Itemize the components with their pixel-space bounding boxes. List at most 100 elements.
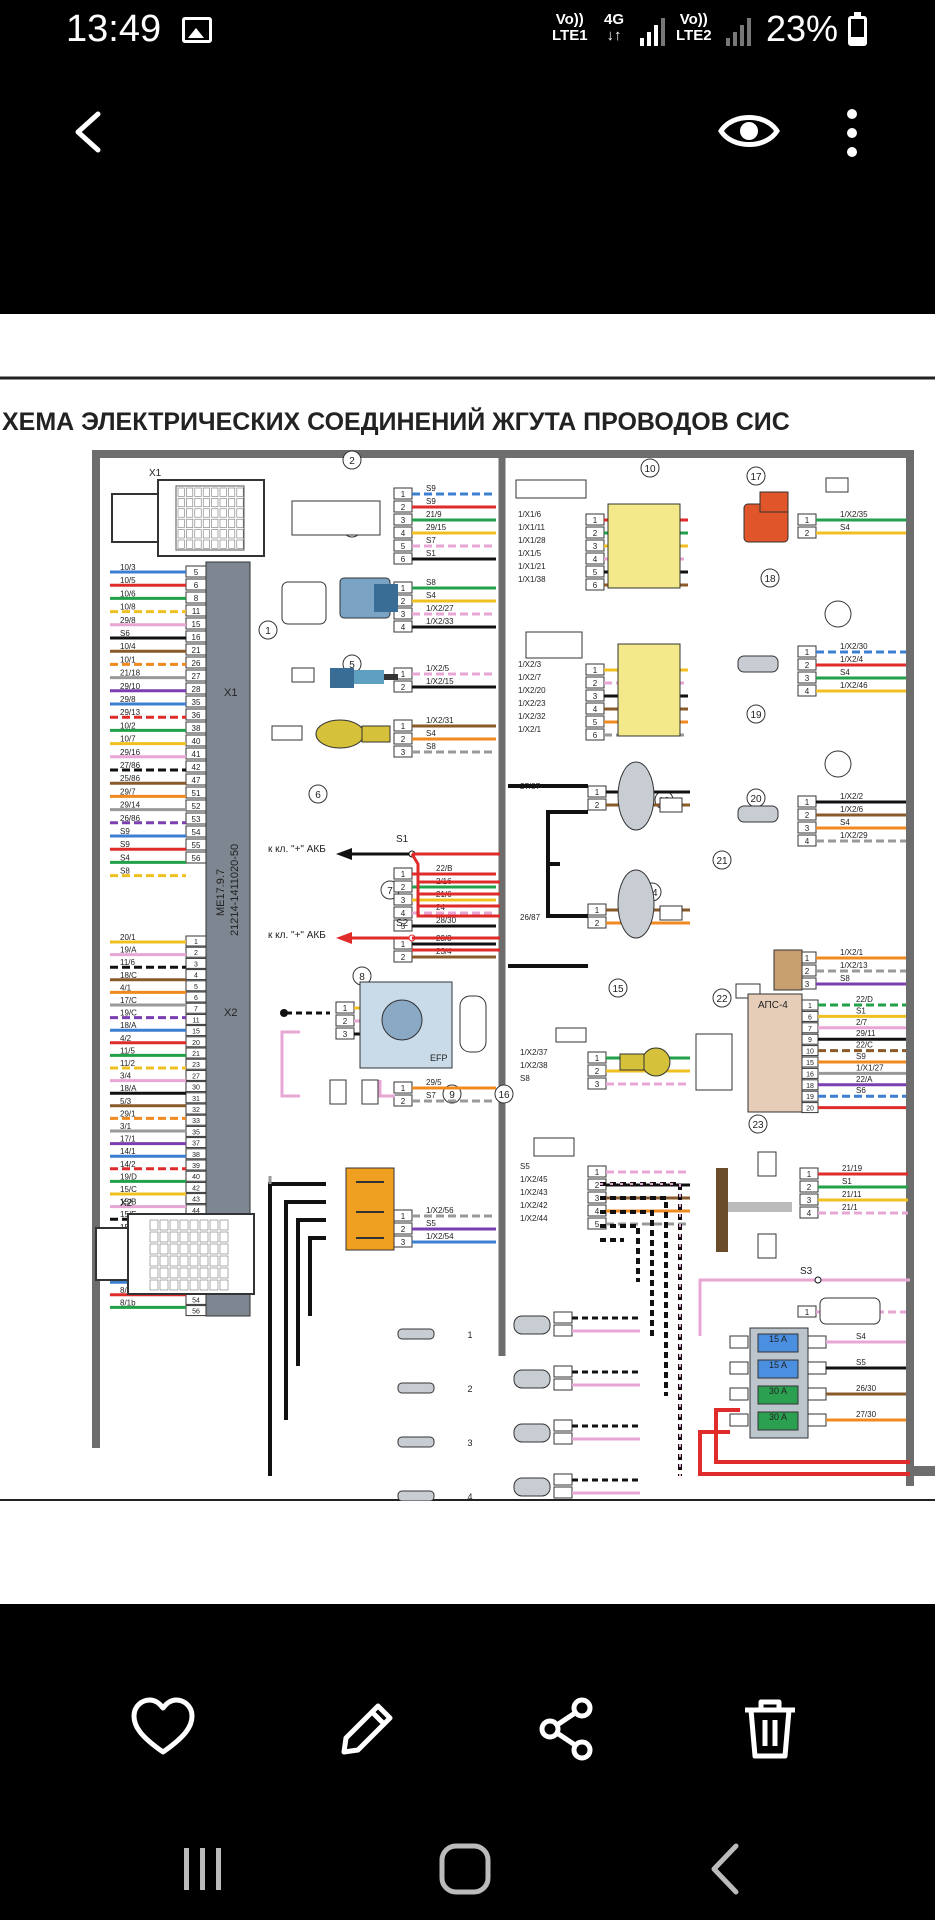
ecu-pin-number: 16 — [192, 633, 201, 642]
delete-trash-icon[interactable] — [735, 1694, 805, 1764]
x2-pin-grid — [149, 1219, 229, 1291]
aps-pin-number: 6 — [808, 1014, 812, 1021]
back-nav-icon[interactable] — [692, 1834, 762, 1904]
recents-icon[interactable] — [168, 1834, 238, 1904]
connector-pin — [179, 1219, 189, 1231]
block-wire-label: S8 — [426, 742, 436, 751]
share-icon[interactable] — [532, 1694, 602, 1764]
ecu-pin-number: 41 — [192, 750, 201, 759]
x1-wire-label: 10/1 — [120, 655, 136, 664]
block-pin-number: 1 — [401, 490, 406, 499]
ecu-pin-number: 28 — [192, 685, 201, 694]
component-number-circle — [712, 850, 732, 870]
block-pin-number: 5 — [401, 542, 406, 551]
block-pin-number: 1 — [805, 798, 810, 807]
x2-wire-label: 19/A — [120, 946, 137, 955]
connector-pin — [177, 518, 185, 528]
connector-pin — [219, 529, 227, 539]
oxygen-sensor-connector — [824, 600, 852, 628]
component-10-block — [515, 479, 681, 589]
ecu-pin-number: 8 — [194, 594, 199, 603]
component-number-circle — [748, 1114, 768, 1134]
block-pin-number: 1 — [595, 1168, 600, 1177]
component-11-block — [525, 631, 681, 737]
x1-wire-label: 10/4 — [120, 642, 136, 651]
more-vert-icon[interactable] — [842, 108, 862, 158]
efp-label: EFP — [430, 1053, 448, 1063]
x1-wire-label: S6 — [120, 629, 130, 638]
block-pin-number: 2 — [401, 683, 406, 692]
heart-icon[interactable] — [128, 1694, 198, 1764]
block-wire-label: S8 — [426, 578, 436, 587]
component-number: 1 — [265, 626, 271, 637]
fuse-wire-label: 27/30 — [856, 1410, 877, 1419]
connector-pin — [219, 1243, 229, 1255]
block-wire-label: 1/X2/2 — [840, 792, 864, 801]
x1-wire-label: 10/6 — [120, 589, 136, 598]
aps-pin-number: 18 — [806, 1083, 814, 1090]
status-bar: 13:49 Vo)) LTE1 4G ↓↑ Vo)) LTE2 23% — [0, 0, 935, 64]
component-number: 17 — [750, 472, 762, 483]
block-wire-label: 28/30 — [436, 916, 457, 925]
block-pin-number: 2 — [401, 503, 406, 512]
block-pin-number: 1 — [595, 788, 600, 797]
image-viewer[interactable]: ХЕМА ЭЛЕКТРИЧЕСКИХ СОЕДИНЕНИЙ ЖГУТА ПРОВ… — [0, 314, 935, 1604]
connector-pin — [179, 1255, 189, 1267]
spark-plug — [397, 1490, 435, 1501]
fuse-wire-label: S4 — [856, 1332, 866, 1341]
x2-wire-label: 19/D — [120, 1172, 137, 1181]
connector-pin — [186, 539, 194, 549]
connector-pin — [186, 529, 194, 539]
x2-wire-label: 11/5 — [120, 1046, 136, 1055]
connector-pin — [159, 1279, 169, 1291]
diagram-title: ХЕМА ЭЛЕКТРИЧЕСКИХ СОЕДИНЕНИЙ ЖГУТА ПРОВ… — [2, 406, 790, 436]
block-wire-label: 1/X2/27 — [426, 604, 454, 613]
connector-pin — [219, 1231, 229, 1243]
aps-wire-label: 29/11 — [856, 1029, 876, 1038]
ecu-pin — [185, 643, 207, 656]
connector-pin — [169, 1219, 179, 1231]
fuel-injectors — [513, 1311, 640, 1499]
component-number: 9 — [449, 1090, 455, 1101]
eye-icon[interactable] — [718, 108, 780, 154]
x1-wire-label: 26/86 — [120, 814, 141, 823]
block-wire-label: 29/15 — [426, 523, 447, 532]
component-number: 21 — [716, 856, 728, 867]
connector-pin — [177, 487, 185, 497]
ecu-pin-number: 43 — [192, 1197, 200, 1204]
ecu-pin — [185, 721, 207, 734]
component-number: 6 — [315, 790, 321, 801]
connector-pin — [236, 498, 244, 508]
data-arrows-icon: ↓↑ — [606, 27, 622, 44]
bottom-action-bar — [0, 1604, 935, 1920]
connector-pin — [202, 529, 210, 539]
connector-pin — [149, 1255, 159, 1267]
x2-wire-label: 15/C — [120, 1185, 137, 1194]
block-pin-number: 2 — [805, 529, 810, 538]
ecu-body — [205, 561, 251, 1317]
component-number: 20 — [750, 794, 762, 805]
edit-pencil-icon[interactable] — [332, 1694, 402, 1764]
x1-wire-label: 10/8 — [120, 603, 136, 612]
component-8-relay — [268, 1167, 395, 1476]
component-number-circle — [258, 620, 278, 640]
block-wire-label: 1/X2/33 — [426, 617, 454, 626]
connector-pin — [209, 1231, 219, 1243]
x1-wire-label: 29/14 — [120, 801, 141, 810]
battery-label-s1: к кл. "+" АКБ — [268, 844, 326, 855]
battery-fill — [851, 37, 864, 43]
ecu-pin — [185, 786, 207, 799]
block-wire-label: 1/X2/20 — [518, 686, 546, 695]
home-icon[interactable] — [430, 1834, 500, 1904]
ecu-pin-number: 31 — [192, 1096, 200, 1103]
connector-pin — [228, 518, 236, 528]
connector-pin — [149, 1231, 159, 1243]
battery-feed-s2: к кл. "+" АКБ S2 — [268, 918, 416, 944]
spark-plug — [397, 1328, 435, 1340]
ecu-pin-number: 53 — [192, 815, 201, 824]
block-wire-label: 1/X1/28 — [518, 536, 546, 545]
ecu-pin — [185, 969, 207, 981]
block-pin-number: 2 — [595, 801, 600, 810]
back-arrow-icon[interactable] — [68, 110, 108, 154]
block-wire-label: S1 — [426, 549, 436, 558]
